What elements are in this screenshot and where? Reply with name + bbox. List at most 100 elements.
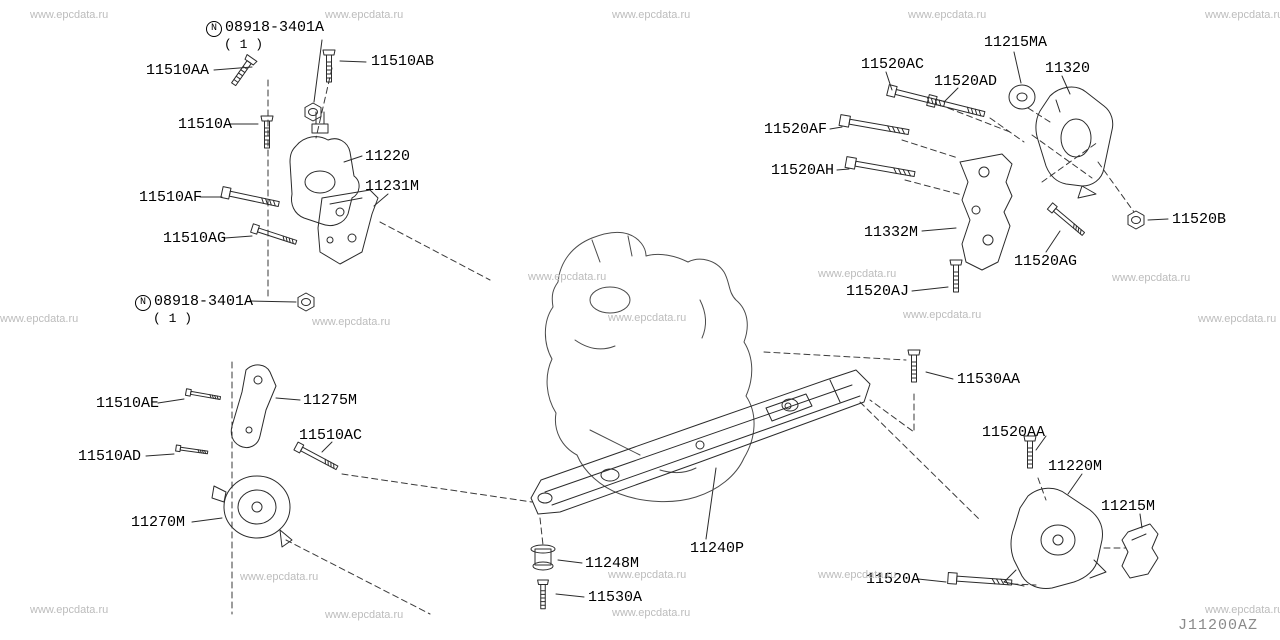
bolt-11530A	[537, 579, 549, 610]
mount-11270M	[212, 476, 292, 547]
part-label-11215M[interactable]: 11215M	[1101, 499, 1155, 515]
nut-08918-3401A-upper	[304, 102, 322, 122]
part-number-text: 11510AC	[299, 427, 363, 444]
part-label-11520AG[interactable]: 11520AG	[1014, 254, 1077, 270]
circled-n-icon: N	[135, 295, 151, 311]
part-label-11520AJ[interactable]: 11520AJ	[846, 284, 909, 300]
part-label-11520A[interactable]: 11520A	[866, 572, 920, 588]
part-label-11510AB[interactable]: 11510AB	[371, 54, 434, 70]
part-label-11520B[interactable]: 11520B	[1172, 212, 1226, 228]
watermark: www.epcdata.ru	[608, 569, 687, 581]
bracket-11332M	[960, 154, 1012, 270]
part-label-11510AF[interactable]: 11510AF	[139, 190, 202, 206]
part-label-11510A[interactable]: 11510A	[178, 117, 232, 133]
bracket-11231M	[318, 190, 378, 264]
part-number-text: 11510AD	[78, 448, 142, 465]
bolt-11520A	[947, 571, 1013, 589]
part-label-11520AA[interactable]: 11520AA	[982, 425, 1045, 441]
part-label-11320[interactable]: 11320	[1045, 61, 1090, 77]
watermark: www.epcdata.ru	[612, 9, 691, 21]
assembly-dashed-lines	[232, 68, 1134, 614]
part-label-11530A[interactable]: 11530A	[588, 590, 642, 606]
watermark: www.epcdata.ru	[1205, 9, 1280, 21]
bolt-11520AD	[926, 94, 987, 120]
part-number-text: 11270M	[131, 514, 186, 531]
part-number-text: 11215MA	[984, 34, 1048, 51]
part-label-11510AC[interactable]: 11510AC	[299, 428, 362, 444]
part-number-text: 11520AC	[861, 56, 925, 73]
watermark: www.epcdata.ru	[903, 309, 982, 321]
part-number-text: 11520B	[1172, 211, 1227, 228]
part-label-11510AA[interactable]: 11510AA	[146, 63, 209, 79]
part-number-text: 11520AF	[764, 121, 828, 138]
watermark: www.epcdata.ru	[908, 9, 987, 21]
part-label-11220[interactable]: 11220	[365, 149, 410, 165]
bracket-11275M	[231, 365, 276, 448]
part-label-11220M[interactable]: 11220M	[1048, 459, 1102, 475]
bolt-11510AD	[175, 444, 209, 456]
insulator-11248M	[531, 545, 555, 570]
part-label-11215MA[interactable]: 11215MA	[984, 35, 1047, 51]
diagram-code: J11200AZ	[1177, 617, 1258, 634]
watermark: www.epcdata.ru	[0, 313, 79, 325]
part-number-text: 11332M	[864, 224, 919, 241]
part-number-text: 11220M	[1048, 458, 1103, 475]
part-label-11231M[interactable]: 11231M	[365, 179, 419, 195]
watermark: www.epcdata.ru	[30, 9, 109, 21]
crossmember-11240P	[531, 370, 870, 514]
watermark: www.epcdata.ru	[312, 316, 391, 328]
bolt-11510AA	[228, 54, 258, 89]
part-number-text: 11520AA	[982, 424, 1046, 441]
watermark: www.epcdata.ru	[608, 312, 687, 324]
part-label-11240P[interactable]: 11240P	[690, 541, 744, 557]
part-number-text: 08918-3401A	[225, 19, 325, 36]
part-label-11530AA[interactable]: 11530AA	[957, 372, 1020, 388]
part-number-text: 11510AE	[96, 395, 160, 412]
watermark: www.epcdata.ru	[1198, 313, 1277, 325]
part-number-text: 11520AD	[934, 73, 998, 90]
part-label-11275M[interactable]: 11275M	[303, 393, 357, 409]
part-label-11510AE[interactable]: 11510AE	[96, 396, 159, 412]
nut-11520B	[1127, 210, 1145, 230]
part-label-11332M[interactable]: 11332M	[864, 225, 918, 241]
mount-11220M	[1004, 488, 1106, 588]
bolt-11510A	[260, 115, 274, 149]
part-number-text: 11510AF	[139, 189, 203, 206]
part-label-11270M[interactable]: 11270M	[131, 515, 185, 531]
part-label-11510AG[interactable]: 11510AG	[163, 231, 226, 247]
part-number-text: 11220	[365, 148, 411, 165]
watermark: www.epcdata.ru	[325, 609, 404, 621]
part-number-text: 11248M	[585, 555, 640, 572]
watermark: www.epcdata.ru	[818, 569, 897, 581]
part-label-11520AD[interactable]: 11520AD	[934, 74, 997, 90]
part-number-text: 11240P	[690, 540, 745, 557]
bolt-11520AG	[1046, 202, 1087, 238]
part-number-text: 11231M	[365, 178, 420, 195]
part-number-text: 11520AH	[771, 162, 835, 179]
circled-n-icon: N	[206, 21, 222, 37]
part-number-text: 11520A	[866, 571, 921, 588]
part-number-text: 11520AG	[1014, 253, 1078, 270]
part-label-11248M[interactable]: 11248M	[585, 556, 639, 572]
bolt-11520AH	[844, 155, 917, 181]
watermark: www.epcdata.ru	[612, 607, 691, 619]
part-label-11520AF[interactable]: 11520AF	[764, 122, 827, 138]
part-label-11520AH[interactable]: 11520AH	[771, 163, 834, 179]
part-number-text: 11510A	[178, 116, 233, 133]
watermark: www.epcdata.ru	[325, 9, 404, 21]
part-number-text: 08918-3401A	[154, 293, 254, 310]
mount-11220	[290, 112, 359, 226]
part-quantity: ( 1 )	[153, 311, 193, 326]
part-label-11510AD[interactable]: 11510AD	[78, 449, 141, 465]
bracket-11215M	[1122, 524, 1158, 578]
part-label-11520AC[interactable]: 11520AC	[861, 57, 924, 73]
part-number-text: 11520AJ	[846, 283, 910, 300]
part-number-text: 11510AB	[371, 53, 435, 70]
part-number-text: 11510AA	[146, 62, 210, 79]
part-number-text: 11530AA	[957, 371, 1021, 388]
watermark: www.epcdata.ru	[818, 268, 897, 280]
